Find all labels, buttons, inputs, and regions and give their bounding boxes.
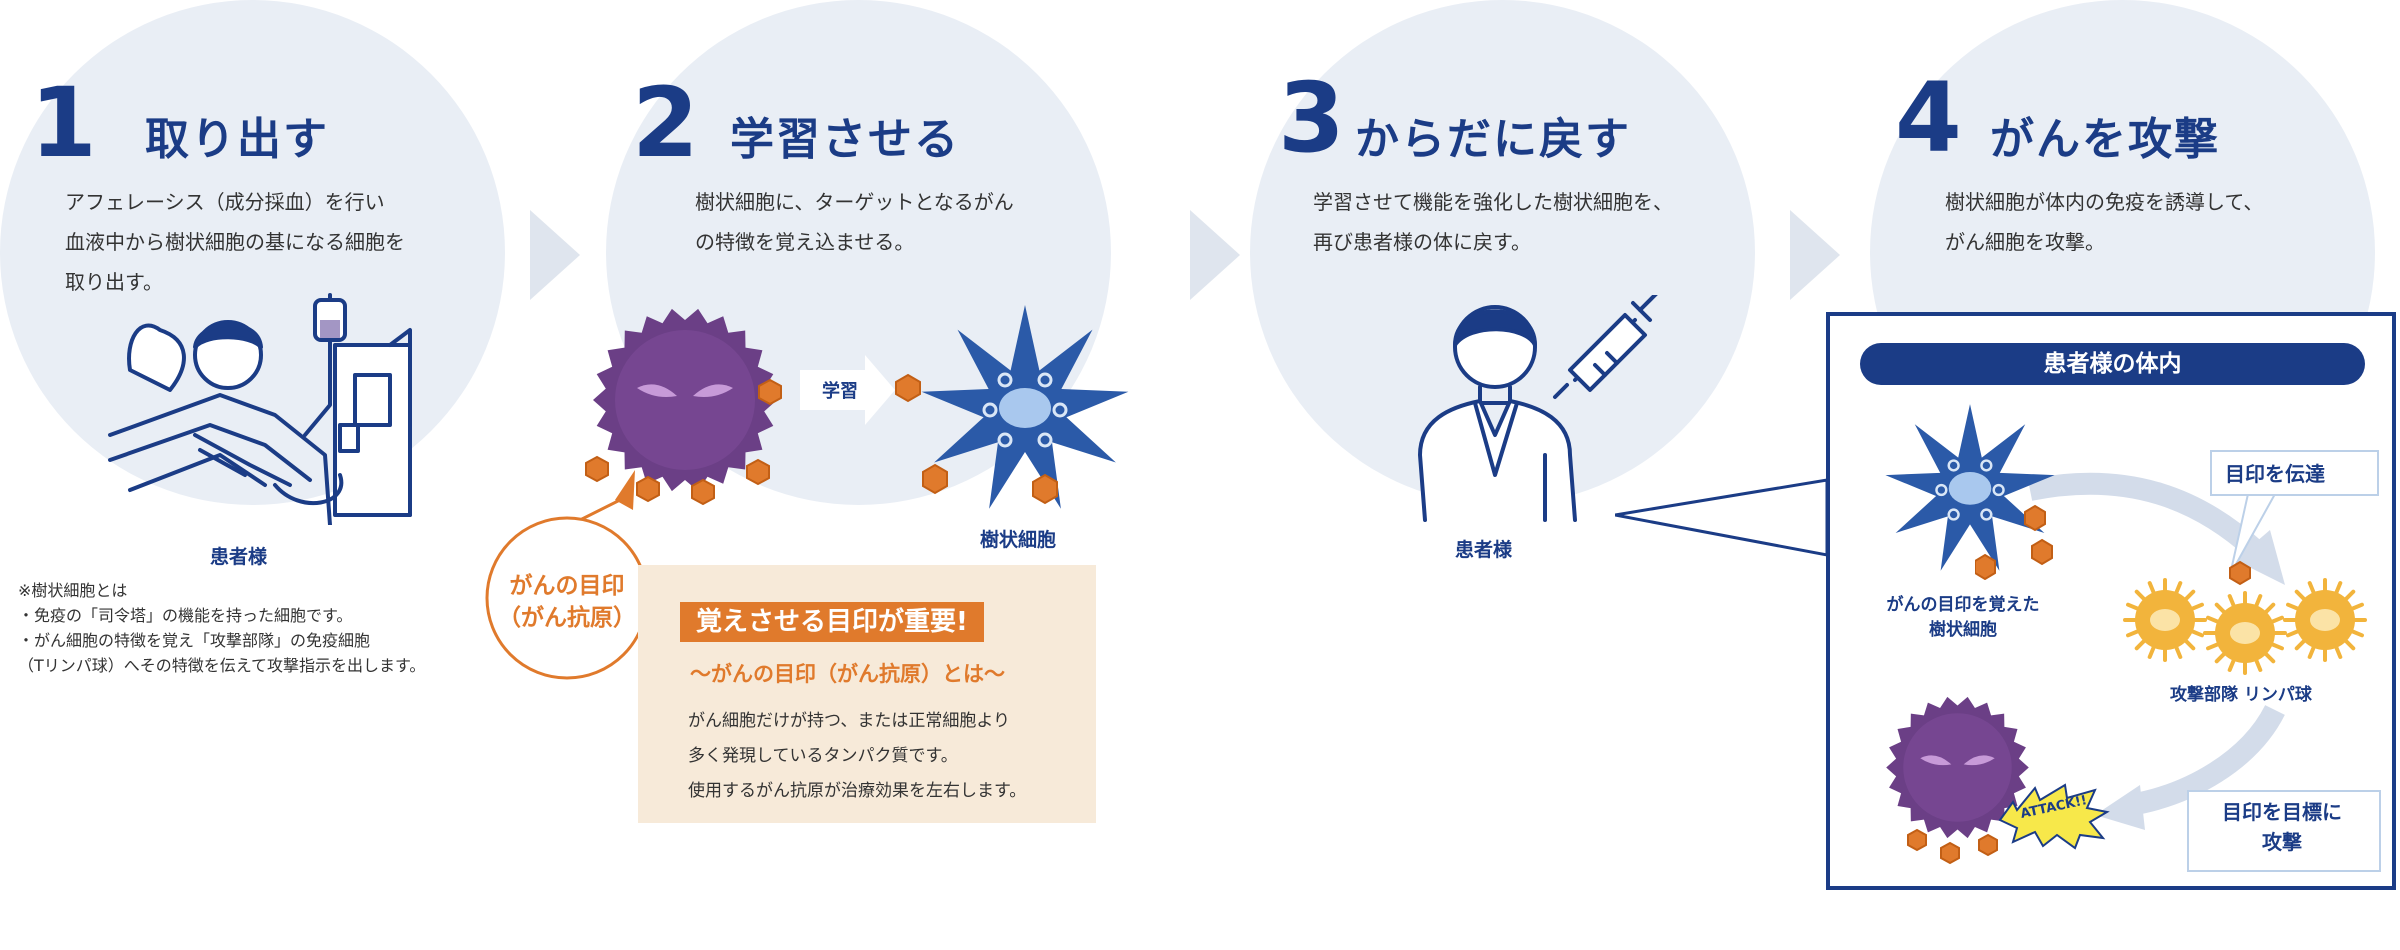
step2-description: 樹状細胞に、ターゲットとなるがん の特徴を覚え込ませる。 [695,190,1014,254]
step3-title: からだに戻す [1355,114,1631,165]
step2-figure-label: 樹状細胞 [980,529,1057,551]
dendritic-cell-icon [921,305,1129,509]
panel-dendritic-antigens-icon [1975,504,2053,580]
step-arrow-1-icon [530,210,580,300]
step1-bg-circle [0,0,505,505]
attack-label-box [2187,790,2381,872]
step1-title: 取り出す [145,114,329,165]
antigen-bubble-text: がんの目印 （がん抗原） [498,573,636,631]
antigen-marker-small-icon [895,373,921,403]
learning-arrow-icon [800,355,895,425]
important-box-subheader: ～がんの目印（がん抗原）とは～ [690,662,1005,686]
conveyed-antigen-icon [2229,560,2251,586]
antigen-speech-bubble [485,470,649,680]
panel-title: 患者様の体内 [1860,343,2365,385]
step1-figure-label: 患者様 [210,546,268,568]
patient-apheresis-illustration [108,293,412,525]
panel-cancer-cell-icon [1886,696,2029,839]
step4-number: 4 [1895,62,1962,174]
step3-figure-label: 患者様 [1455,539,1513,561]
panel-dendritic-cell-icon [1885,404,2055,571]
callout-pointer [1615,478,1829,557]
step4-description: 樹状細胞が体内の免疫を誘導して、 がん細胞を攻撃。 [1945,190,2264,254]
step3-number: 3 [1278,62,1345,174]
important-box-header: 覚えさせる目印が重要! [680,602,984,642]
panel-cancer-antigens-icon [1907,828,1998,865]
attack-burst-icon [1998,783,2110,850]
convey-label: 目印を伝達 [2225,462,2325,486]
dendritic-cell-note: ※樹状細胞とは ・免疫の「司令塔」の機能を持った細胞です。 ・がん細胞の特徴を覚… [18,581,426,675]
lymphocyte-label: 攻撃部隊 リンパ球 [2170,685,2312,705]
learning-arrow-label: 学習 [822,381,858,402]
step-arrow-2-icon [1190,210,1240,300]
convey-label-box [2210,450,2379,496]
step-arrow-3-icon [1790,210,1840,300]
panel-dendritic-label: がんの目印を覚えた 樹状細胞 [1886,595,2040,640]
step3-description: 学習させて機能を強化した樹状細胞を、 再び患者様の体に戻す。 [1313,190,1673,254]
flow-arrows-icon [2027,472,2285,830]
step2-title: 学習させる [730,114,960,165]
step2-number: 2 [632,67,699,179]
step4-title: がんを攻撃 [1990,114,2220,165]
cancer-cell-icon [593,308,777,492]
antigen-markers-icon [585,378,782,506]
attack-label: 目印を目標に 攻撃 [2222,800,2342,854]
patient-injection-illustration [1418,295,1658,522]
important-box-body: がん細胞だけが持つ、または正常細胞より 多く発現しているタンパク質です。 使用す… [688,711,1027,801]
dendritic-antigens-icon [922,463,1058,505]
lymphocytes-icon [2123,578,2367,675]
step1-description: アフェレーシス（成分採血）を行い 血液中から樹状細胞の基になる細胞を 取り出す。 [65,190,405,294]
step1-number: 1 [30,67,97,179]
